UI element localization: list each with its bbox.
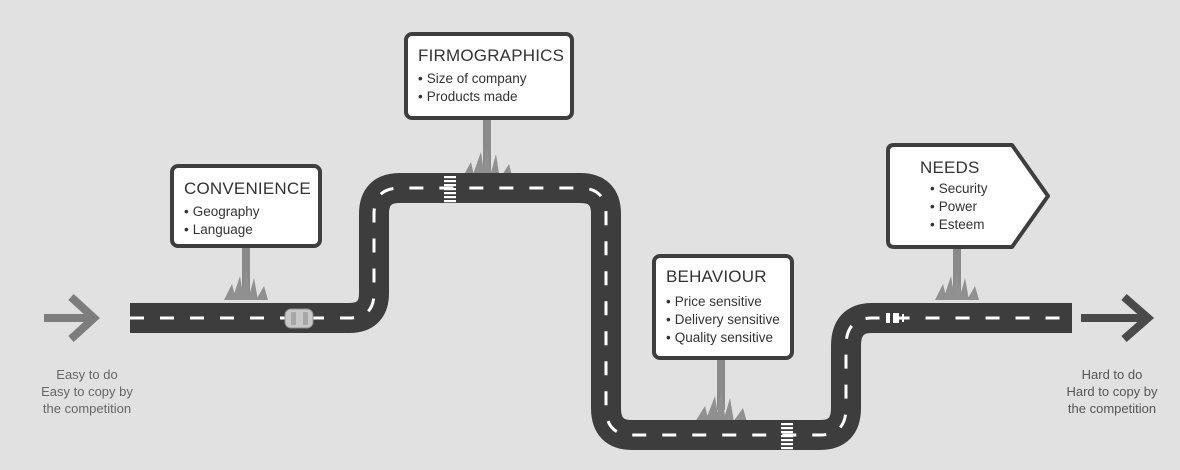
list-item: Language <box>184 221 318 239</box>
grass-tuft-icon <box>695 390 747 422</box>
start-caption: Easy to do Easy to copy by the competiti… <box>12 366 162 417</box>
end-caption: Hard to do Hard to copy by the competiti… <box>1046 366 1178 417</box>
end-caption-line: Hard to do <box>1081 367 1143 382</box>
needs-sign-text: NEEDS Security Power Esteem <box>920 158 1030 234</box>
road-lane-markings <box>130 186 1072 437</box>
behaviour-sign: BEHAVIOUR Price sensitive Delivery sensi… <box>652 254 794 360</box>
list-item: Geography <box>184 203 318 221</box>
grass-tuft-icon <box>935 270 979 300</box>
grass-tuft-icon <box>224 270 268 300</box>
arrow-right-icon <box>44 294 100 342</box>
end-caption-line: the competition <box>1067 401 1157 416</box>
needs-title: NEEDS <box>920 158 980 177</box>
crosswalk <box>781 423 793 450</box>
car-icon <box>284 308 314 329</box>
convenience-list: Geography Language <box>184 203 318 239</box>
list-item: Size of company <box>418 70 570 88</box>
list-item: Power <box>930 198 1030 216</box>
list-item: Price sensitive <box>666 293 790 311</box>
list-item: Security <box>930 180 1030 198</box>
firmographics-sign: FIRMOGRAPHICS Size of company Products m… <box>404 32 574 120</box>
list-item: Delivery sensitive <box>666 311 790 329</box>
crosswalk <box>444 176 456 203</box>
firmographics-title: FIRMOGRAPHICS <box>418 46 565 65</box>
behaviour-list: Price sensitive Delivery sensitive Quali… <box>666 293 790 347</box>
firmographics-list: Size of company Products made <box>418 70 570 106</box>
start-caption-line: Easy to do <box>56 367 118 382</box>
convenience-sign: CONVENIENCE Geography Language <box>170 164 322 248</box>
end-caption-line: Hard to copy by <box>1066 384 1158 399</box>
start-caption-line: Easy to copy by <box>41 384 133 399</box>
behaviour-sign-post <box>717 358 725 410</box>
car-icon <box>886 313 904 323</box>
start-caption-line: the competition <box>42 401 132 416</box>
list-item: Products made <box>418 88 570 106</box>
list-item: Esteem <box>930 216 1030 234</box>
needs-list: Security Power Esteem <box>920 180 1030 234</box>
behaviour-title: BEHAVIOUR <box>666 267 767 286</box>
arrow-right-icon <box>1081 293 1155 343</box>
list-item: Quality sensitive <box>666 329 790 347</box>
convenience-title: CONVENIENCE <box>184 179 311 198</box>
